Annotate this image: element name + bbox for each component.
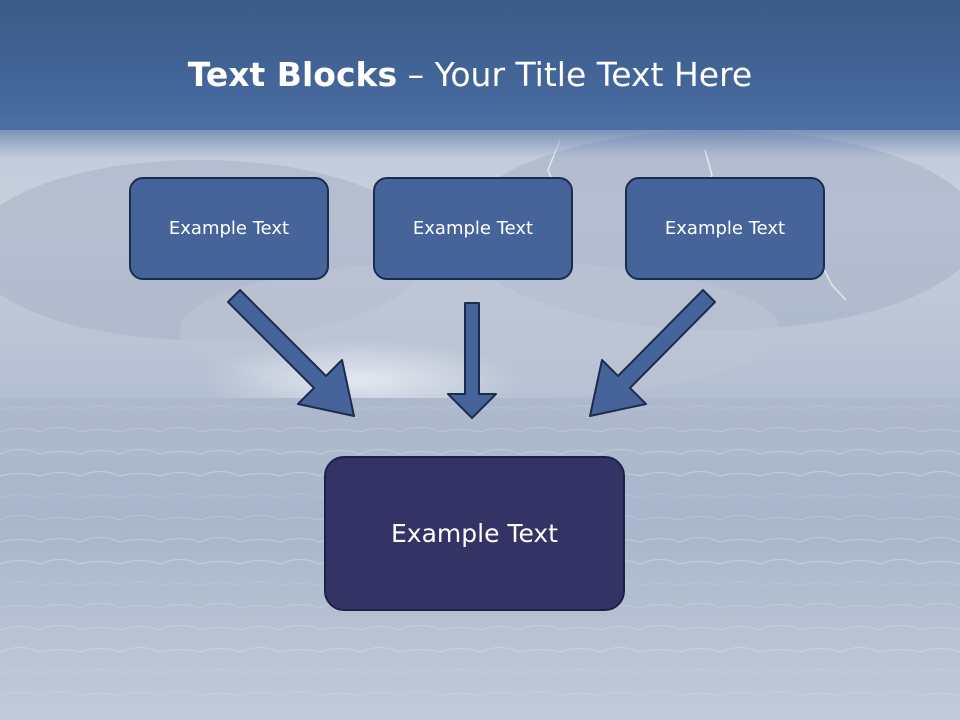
text-block-label: Example Text: [412, 218, 534, 239]
title-rest-part: Your Title Text Here: [434, 55, 753, 94]
arrow-diagonal-left-down: [589, 289, 716, 417]
wave-line: [0, 426, 960, 433]
wave-line: [0, 646, 960, 653]
target-block-label: Example Text: [391, 519, 558, 548]
target-text-block[interactable]: Example Text: [324, 456, 625, 611]
title-dash: –: [407, 55, 425, 94]
arrow-straight-down: [447, 302, 497, 419]
text-block-label: Example Text: [664, 218, 786, 239]
wave-line: [0, 404, 960, 411]
wave-line: [0, 690, 960, 697]
title-bar: [0, 0, 960, 130]
title-bold-part: Text Blocks: [187, 55, 398, 94]
wave-line: [0, 624, 960, 631]
text-block-label: Example Text: [168, 218, 290, 239]
wave-line: [0, 448, 960, 455]
text-block-3[interactable]: Example Text: [625, 177, 825, 280]
slide-title: Text Blocks – Your Title Text Here: [0, 52, 940, 98]
wave-line: [0, 668, 960, 675]
text-block-2[interactable]: Example Text: [373, 177, 573, 280]
text-block-1[interactable]: Example Text: [129, 177, 329, 280]
arrow-diagonal-right-down: [227, 289, 355, 417]
title-bar-fade: [0, 118, 960, 158]
